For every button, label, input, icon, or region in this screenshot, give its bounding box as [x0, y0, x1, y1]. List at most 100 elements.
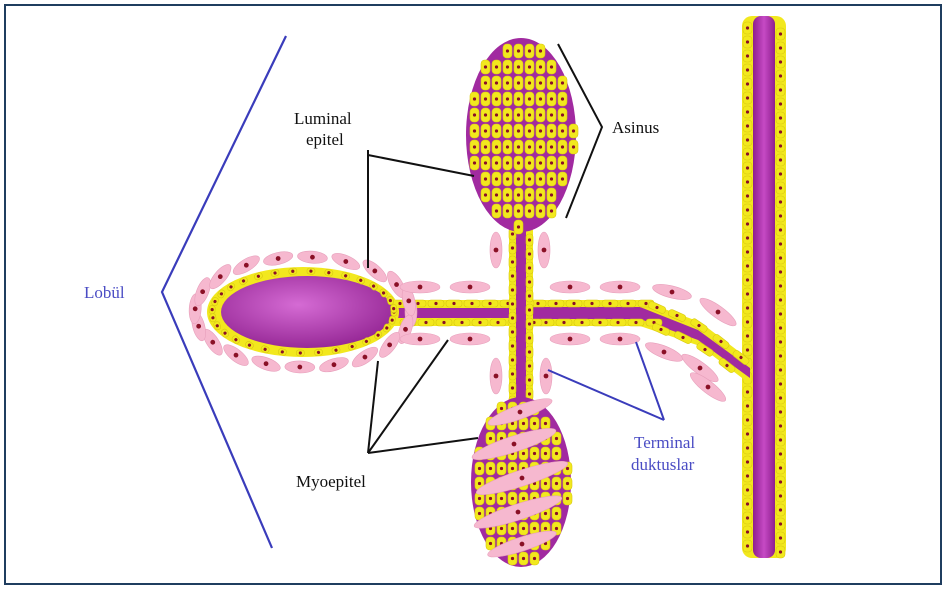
luminal-cell: [492, 92, 501, 106]
luminal-cell: [307, 268, 315, 275]
luminal-cell: [776, 434, 785, 446]
luminal-cell: [470, 140, 479, 154]
myoepithelial-cell: [490, 232, 502, 268]
luminal-cell: [776, 84, 785, 96]
myoepithelial-cell: [262, 249, 294, 268]
luminal-cell: [481, 172, 490, 186]
luminal-cell: [776, 168, 785, 180]
luminal-cell: [525, 108, 534, 122]
luminal-cell: [552, 507, 561, 520]
luminal-cell: [514, 156, 523, 170]
luminal-cell: [481, 108, 490, 122]
luminal-cell: [743, 134, 752, 146]
luminal-cell: [519, 552, 528, 565]
luminal-cell: [547, 204, 556, 218]
luminal-cell: [548, 300, 564, 307]
luminal-cell: [503, 172, 512, 186]
myoepithelial-cell: [538, 232, 550, 268]
myoepithelial-cell: [400, 333, 440, 345]
luminal-cell: [776, 28, 785, 40]
luminal-cell: [514, 60, 523, 74]
label-terminal-2: duktuslar: [631, 455, 695, 474]
luminal-cell: [743, 232, 752, 244]
luminal-cell: [526, 262, 533, 274]
luminal-cell: [481, 124, 490, 138]
myoepithelial-cell: [651, 281, 693, 302]
luminal-cell: [776, 140, 785, 152]
luminal-cell: [526, 248, 533, 260]
luminal-cell: [492, 124, 501, 138]
luminal-cell: [509, 368, 516, 380]
luminal-cell: [503, 44, 512, 58]
luminal-cell: [508, 492, 517, 505]
luminal-cell: [514, 188, 523, 202]
myoepithelial-cell: [540, 358, 552, 394]
luminal-cell: [492, 108, 501, 122]
luminal-cell: [558, 92, 567, 106]
myoepithelial-cell: [450, 281, 490, 293]
luminal-cell: [776, 378, 785, 390]
luminal-cell: [525, 156, 534, 170]
luminal-cell: [743, 512, 752, 524]
luminal-cell: [556, 319, 572, 326]
luminal-cell: [563, 492, 572, 505]
luminal-cell: [743, 162, 752, 174]
luminal-cell: [776, 252, 785, 264]
luminal-cell: [536, 124, 545, 138]
luminal-cell: [558, 76, 567, 90]
myoepithelial-cell: [250, 353, 282, 375]
luminal-cell: [530, 417, 539, 430]
luminal-cell: [536, 188, 545, 202]
luminal-cell: [296, 350, 304, 356]
myoepithelial-cell: [450, 333, 490, 345]
luminal-cell: [743, 36, 752, 48]
luminal-cell: [526, 304, 533, 316]
luminal-cell: [743, 148, 752, 160]
luminal-cell: [530, 447, 539, 460]
luminal-cell: [743, 330, 752, 342]
luminal-cell: [743, 428, 752, 440]
luminal-cell: [776, 322, 785, 334]
luminal-cell: [525, 92, 534, 106]
luminal-cell: [776, 532, 785, 544]
luminal-cell: [525, 140, 534, 154]
luminal-cell: [526, 290, 533, 302]
luminal-cell: [776, 196, 785, 208]
luminal-cell: [526, 360, 533, 372]
luminal-cell: [743, 288, 752, 300]
luminal-cell: [776, 56, 785, 68]
luminal-cell: [514, 76, 523, 90]
luminal-cell: [492, 76, 501, 90]
luminal-cell: [525, 124, 534, 138]
luminal-cell: [497, 462, 506, 475]
luminal-cell: [470, 156, 479, 170]
luminal-cell: [536, 92, 545, 106]
luminal-cell: [503, 76, 512, 90]
luminal-cell: [536, 76, 545, 90]
main-duct: [742, 16, 786, 558]
luminal-cell: [547, 92, 556, 106]
label-luminal-1: Luminal: [294, 109, 352, 128]
luminal-cell: [743, 22, 752, 34]
luminal-cell: [509, 242, 516, 254]
luminal-cell: [509, 298, 516, 310]
luminal-cell: [776, 392, 785, 404]
luminal-cell: [525, 188, 534, 202]
luminal-cell: [547, 76, 556, 90]
luminal-cell: [743, 50, 752, 62]
luminal-cell: [558, 140, 567, 154]
luminal-cell: [472, 319, 488, 326]
luminal-cell: [552, 447, 561, 460]
luminal-cell: [743, 540, 752, 552]
luminal-cell: [525, 44, 534, 58]
luminal-cell: [509, 256, 516, 268]
luminal-cell: [776, 70, 785, 82]
luminal-cell: [776, 462, 785, 474]
terminal-duct-vertical: [509, 210, 533, 414]
luminal-cell: [536, 140, 545, 154]
luminal-cell: [428, 300, 444, 307]
luminal-cell: [776, 406, 785, 418]
luminal-cell: [592, 319, 608, 326]
luminal-cell: [536, 44, 545, 58]
